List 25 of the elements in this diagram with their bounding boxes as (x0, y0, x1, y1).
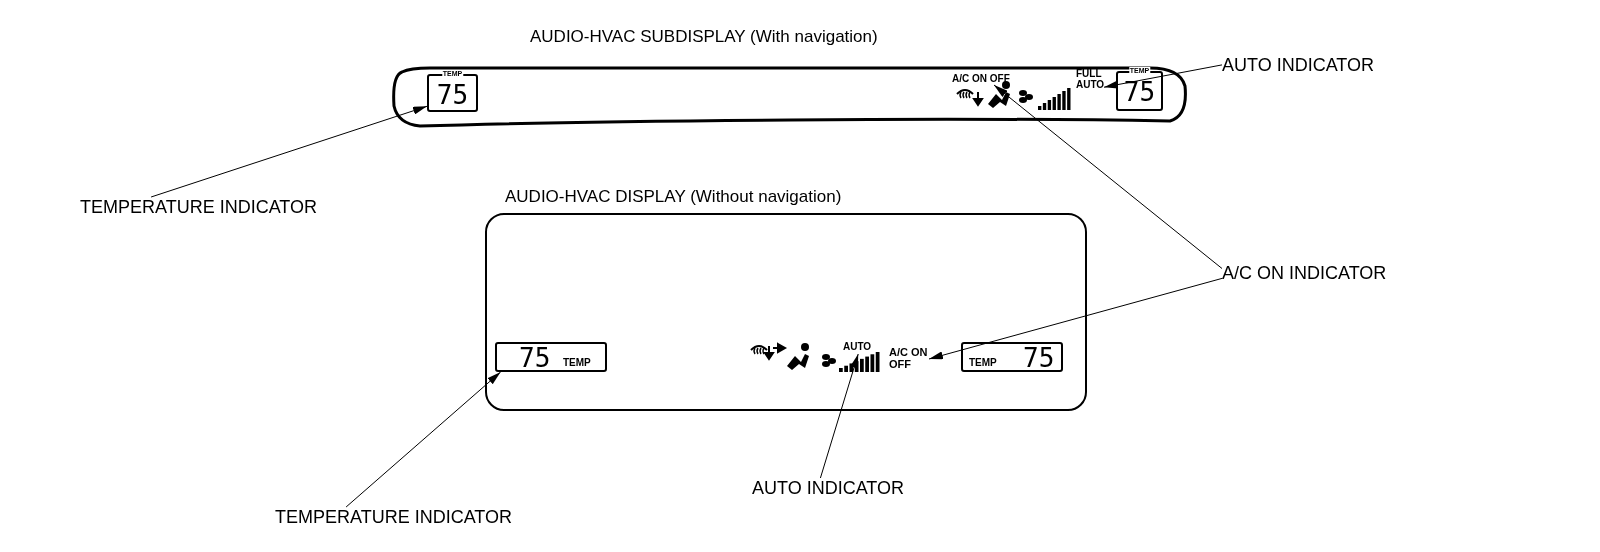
leader-line (819, 353, 859, 479)
callout-label: A/C ON INDICATOR (1222, 263, 1387, 285)
callout-label: AUTO INDICATOR (752, 478, 904, 500)
leader-line (928, 277, 1223, 360)
display-title: AUDIO-HVAC SUBDISPLAY (With navigation) (530, 28, 878, 45)
temperature-value: 75 (519, 345, 551, 371)
temperature-value: 75 (436, 82, 469, 108)
leader-line (1103, 64, 1223, 89)
temp-label: TEMP (969, 358, 997, 368)
callout-label: TEMPERATURE INDICATOR (275, 507, 512, 529)
leader-line (345, 371, 502, 508)
temp-label: TEMP (563, 358, 591, 368)
temperature-readout (495, 342, 607, 372)
temperature-value: 75 (1023, 345, 1055, 371)
leader-line (993, 84, 1223, 269)
indicator-text: A/C ON OFF (889, 346, 929, 372)
indicator-text: A/C ON OFF (952, 74, 1008, 85)
temperature-readout (961, 342, 1063, 372)
indicator-text: AUTO (843, 342, 881, 354)
temperature-value: 75 (1123, 79, 1156, 105)
display-title: AUDIO-HVAC DISPLAY (Without navigation) (505, 188, 842, 205)
callout-label: AUTO INDICATOR (1222, 55, 1374, 77)
callout-label: TEMPERATURE INDICATOR (80, 197, 317, 219)
indicator-text: FULL AUTO (1076, 68, 1104, 92)
leader-line (150, 105, 428, 198)
